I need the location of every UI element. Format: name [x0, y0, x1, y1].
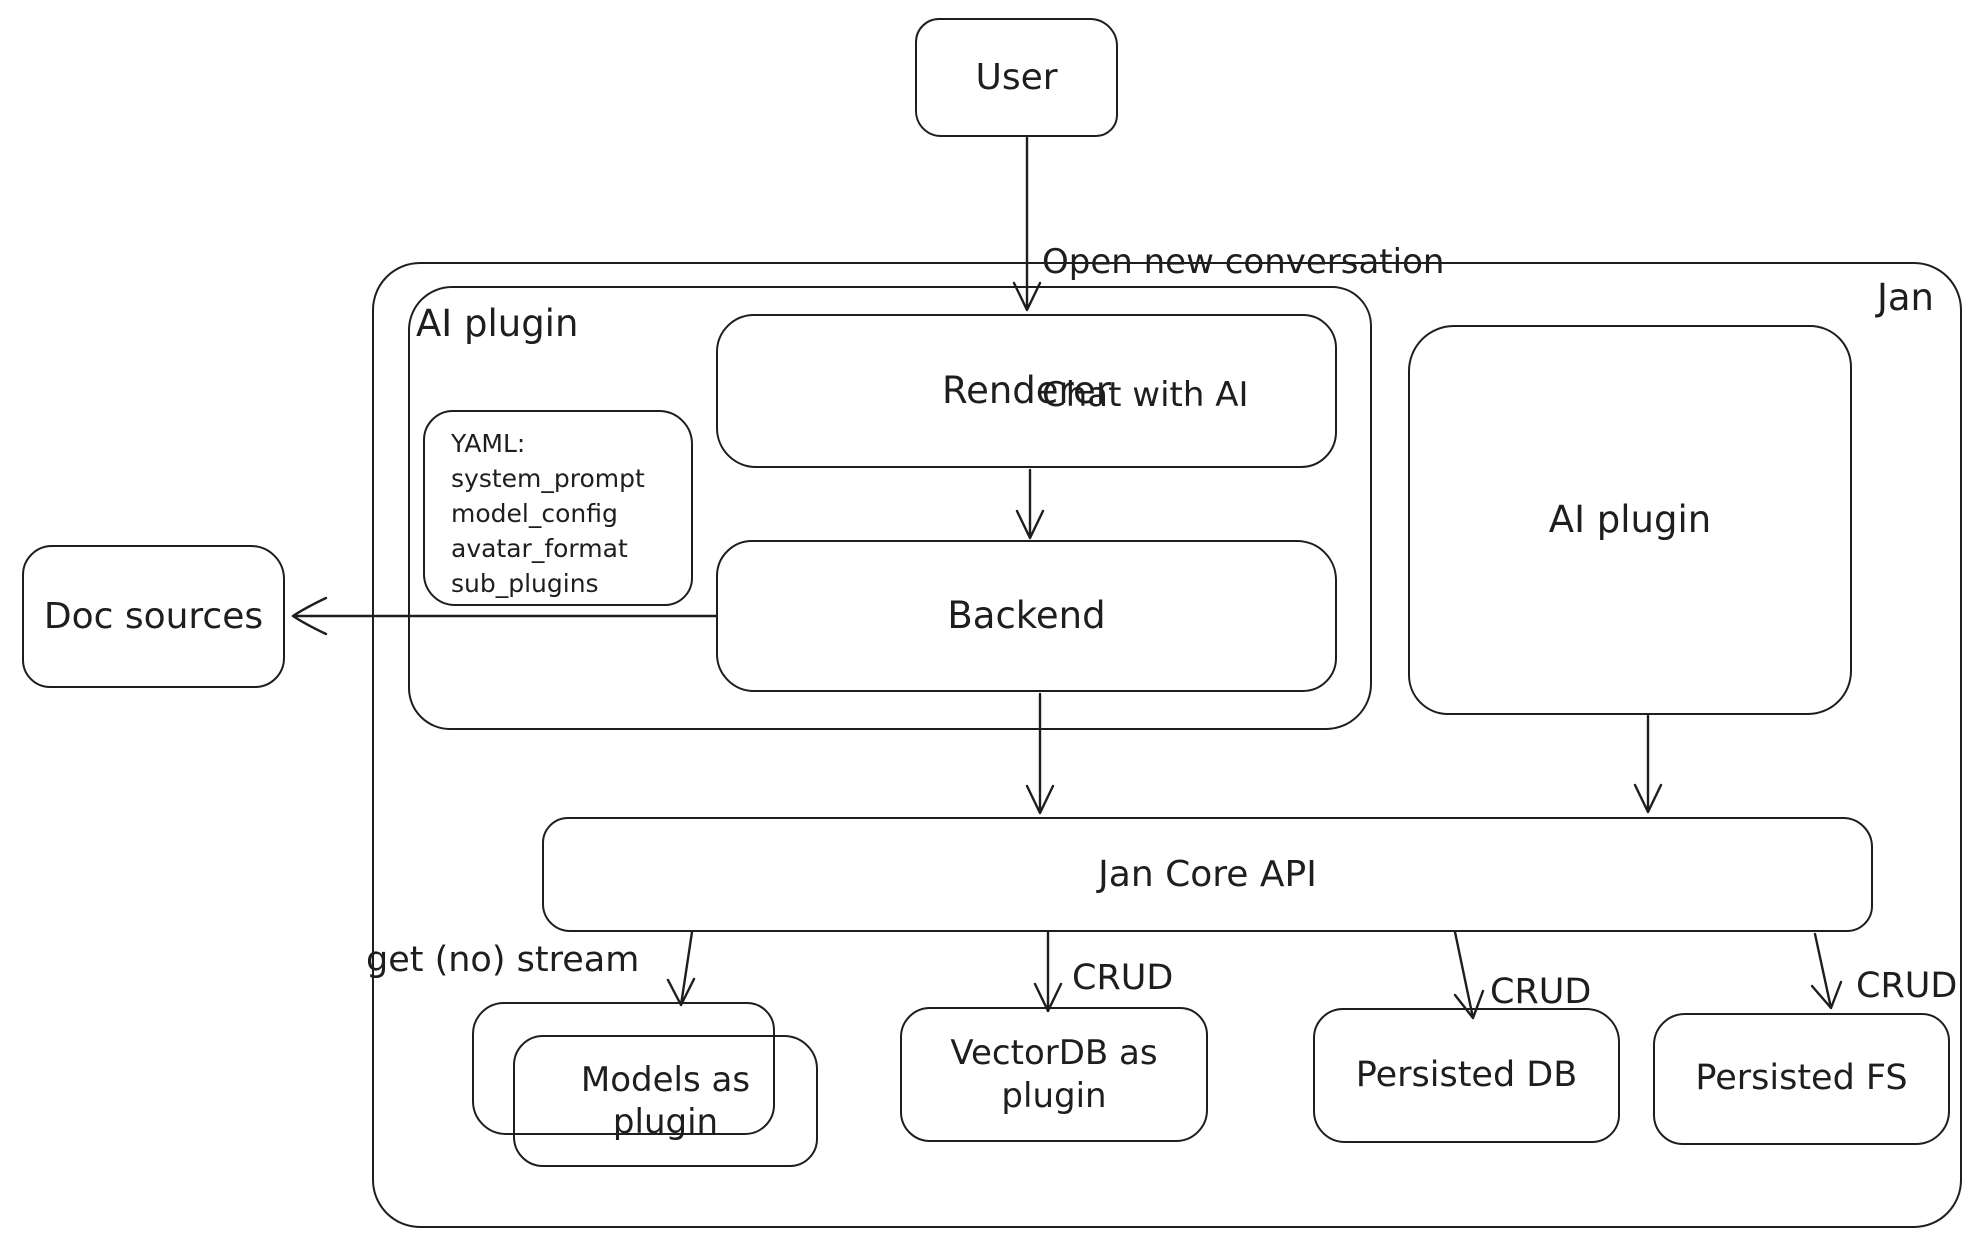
models-as-plugin-label: Models as plugin: [580, 1059, 751, 1143]
models-as-plugin-back-box: [472, 1002, 775, 1135]
models-as-plugin-node: Models as plugin: [513, 1035, 818, 1167]
persisted-fs-label: Persisted FS: [1695, 1058, 1908, 1099]
renderer-node-label: Renderer: [942, 368, 1111, 412]
jan-container-box: Jan: [372, 262, 1962, 1228]
ai-plugin-node-label: AI plugin: [1548, 497, 1712, 541]
vectordb-as-plugin-node: VectorDB as plugin: [900, 1007, 1208, 1142]
backend-node: Backend: [716, 540, 1337, 692]
edge-label-crud-persisted-db: CRUD: [1490, 972, 1592, 1012]
persisted-db-label: Persisted DB: [1355, 1054, 1578, 1095]
renderer-node: Renderer: [716, 314, 1337, 468]
persisted-fs-node: Persisted FS: [1653, 1013, 1950, 1145]
edge-label-crud-vectordb: CRUD: [1072, 958, 1174, 998]
yaml-note-line: system_prompt: [451, 464, 645, 493]
jan-core-api-node: Jan Core API: [542, 817, 1873, 932]
yaml-note-line: sub_plugins: [451, 569, 599, 598]
yaml-note-box: YAML: system_prompt model_config avatar_…: [423, 410, 693, 606]
ai-plugin-node: AI plugin: [1408, 325, 1852, 715]
backend-node-label: Backend: [947, 593, 1106, 637]
jan-core-api-node-label: Jan Core API: [1098, 854, 1317, 895]
edge-label-crud-persisted-fs: CRUD: [1856, 966, 1958, 1006]
doc-sources-node-label: Doc sources: [43, 596, 264, 637]
yaml-note-title: YAML:: [451, 429, 526, 458]
persisted-db-node: Persisted DB: [1313, 1008, 1620, 1143]
ai-plugin-group-label: AI plugin: [416, 302, 579, 345]
yaml-note-line: avatar_format: [451, 534, 628, 563]
edge-label-get-no-stream: get (no) stream: [366, 940, 640, 980]
jan-container-label: Jan: [1876, 276, 1934, 319]
edge-label-open-conversation: Open new conversation Chat with AI: [1042, 152, 1444, 506]
ai-plugin-group-box: [408, 286, 1372, 730]
doc-sources-node: Doc sources: [22, 545, 285, 688]
user-node-label: User: [975, 57, 1058, 98]
user-node: User: [915, 18, 1118, 137]
edge-label-open-line1: Open new conversation: [1042, 242, 1445, 283]
edge-label-open-line2: Chat with AI: [1042, 374, 1249, 415]
vectordb-as-plugin-label: VectorDB as plugin: [950, 1033, 1158, 1116]
yaml-note-line: model_config: [451, 499, 618, 528]
